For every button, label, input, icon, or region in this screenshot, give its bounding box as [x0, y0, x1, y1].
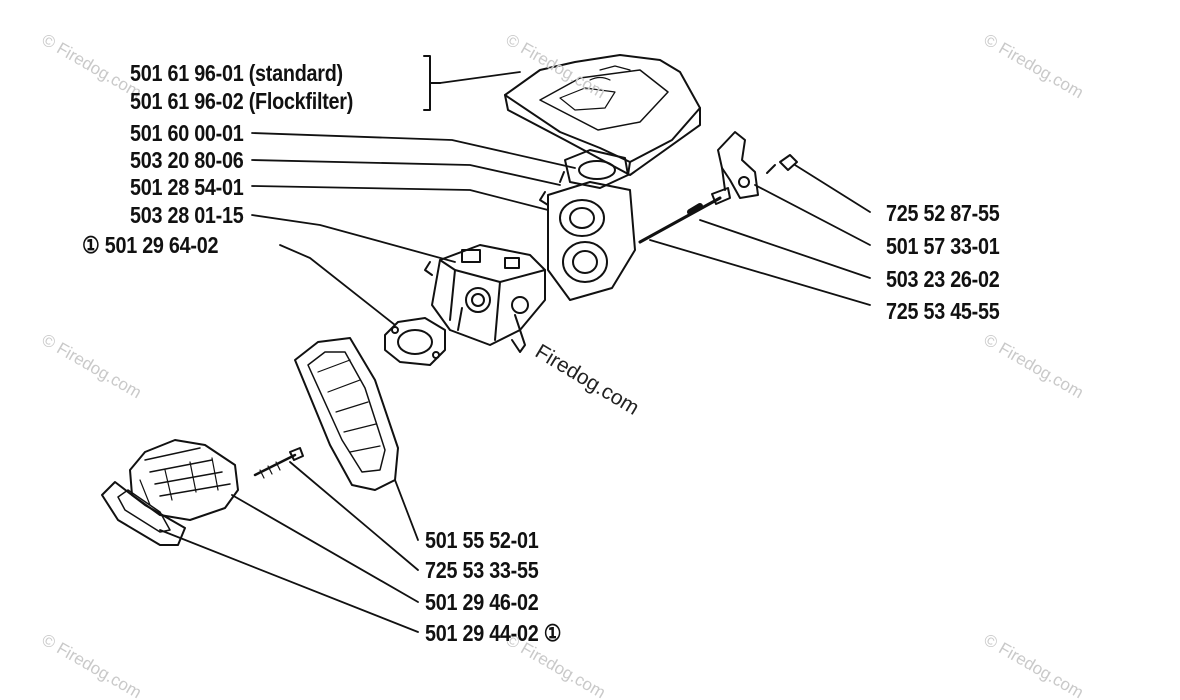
label-725-53-33-55: 725 53 33-55	[425, 557, 539, 583]
label-503-28-01-15: 503 28 01-15	[130, 202, 244, 228]
carburetor-gasket	[384, 317, 446, 366]
circled-one-marker: ①	[82, 232, 100, 258]
screw-lower	[253, 447, 304, 479]
label-501-28-54-01: 501 28 54-01	[130, 174, 244, 200]
label-501-29-46-02: 501 29 46-02	[425, 589, 539, 615]
label-501-55-52-01: 501 55 52-01	[425, 527, 539, 553]
throttle-bracket	[717, 131, 759, 199]
label-501-29-44-02: 501 29 44-02	[425, 620, 539, 646]
label-gasket-row: 501 29 44-02 ①	[425, 620, 561, 646]
label-503-20-80-06: 503 20 80-06	[130, 147, 244, 173]
label-carb-gasket-row: ① 501 29 64-02	[82, 232, 218, 258]
throttle-rod	[638, 187, 731, 244]
intake-manifold	[294, 337, 399, 491]
screw-top-right	[766, 154, 798, 174]
adapter-housing	[539, 171, 636, 301]
leader-lines	[159, 71, 871, 633]
insulator-block	[129, 439, 239, 521]
label-air-filter-standard: 501 61 96-01 (standard)	[130, 60, 343, 86]
label-gasket-top: 501 60 00-01	[130, 120, 244, 146]
carburetor	[424, 244, 546, 353]
label-501-57-33-01: 501 57 33-01	[886, 233, 1000, 259]
bottom-gasket	[101, 481, 186, 546]
circled-one-marker-bottom: ①	[543, 620, 562, 646]
label-carb-gasket: 501 29 64-02	[104, 232, 219, 258]
label-725-52-87-55: 725 52 87-55	[886, 200, 1000, 226]
label-503-23-26-02: 503 23 26-02	[886, 266, 1000, 292]
label-air-filter-flockfilter: 501 61 96-02 (Flockfilter)	[130, 88, 354, 114]
air-filter-cover	[504, 54, 701, 176]
filter-bracket	[423, 55, 441, 111]
label-725-53-45-55: 725 53 45-55	[886, 298, 1000, 324]
gasket-ring-top	[564, 149, 629, 189]
